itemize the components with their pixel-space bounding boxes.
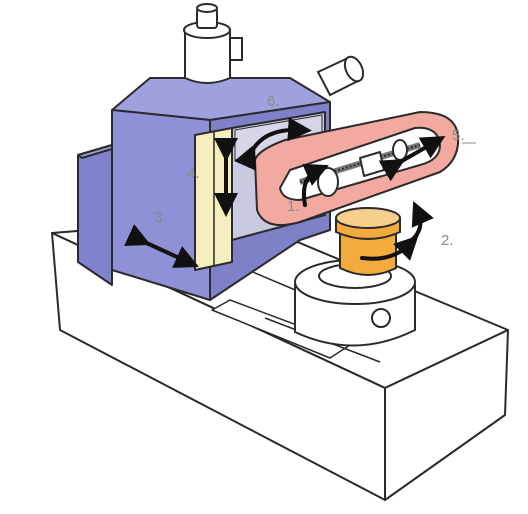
top-cylinder [183,3,243,84]
double-arrow-icon [378,136,446,182]
back-block [77,144,116,286]
pedestal-knob-icon [371,308,391,328]
rotation-arrow-icon [360,235,419,261]
label-3: 3. [154,209,167,226]
side-cylinder [316,55,365,97]
label-5: 5. [452,127,465,144]
rotation-arrow-icon [301,163,329,207]
rotation-arrow-icon [234,117,312,171]
label-2: 2. [441,232,454,249]
label-6: 6. [267,93,280,110]
label-1: 1. [287,198,300,215]
motion-arrows [124,117,446,268]
double-arrow-icon [124,224,199,268]
cylindrical-holder [335,207,401,276]
label-4: 4. [187,165,200,182]
rotation-arrow-icon [410,201,434,242]
